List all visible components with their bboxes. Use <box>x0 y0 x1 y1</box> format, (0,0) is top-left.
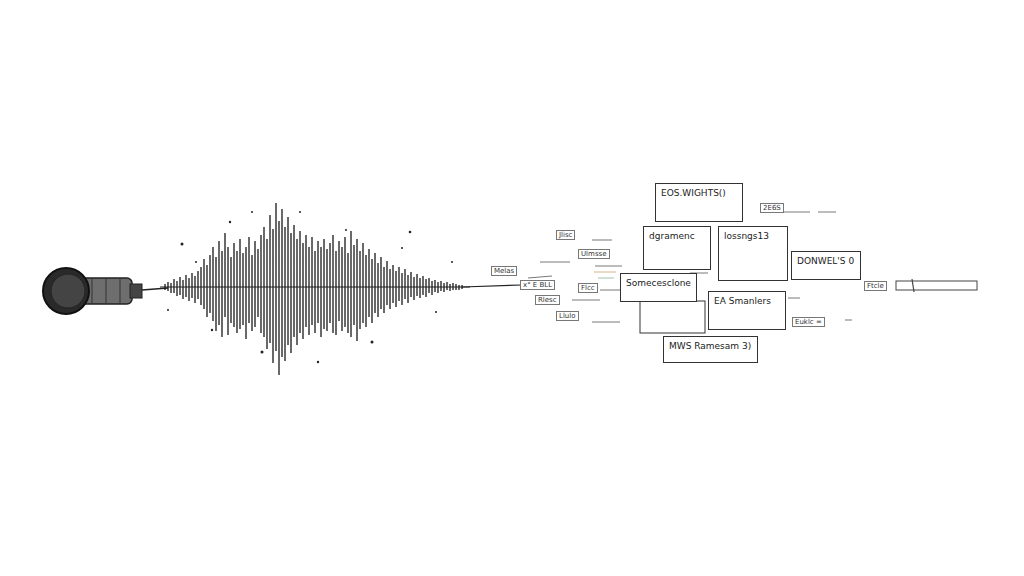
microphone <box>43 268 168 314</box>
tag-label: Ulmsse <box>578 249 610 259</box>
tag-label: Jlisc <box>556 230 575 240</box>
text-box: DONWEL'S 0 <box>791 251 861 280</box>
text-box: EOS.WIGHTS() <box>655 183 743 222</box>
text-box: EA Smanlers <box>708 291 786 330</box>
tag-label: 2E6S <box>760 203 784 213</box>
long-bar <box>896 279 977 292</box>
box-text: DONWEL'S 0 <box>797 256 855 267</box>
box-text: MWS Ramesam 3) <box>669 341 752 352</box>
tag-label: Flcc <box>578 283 598 293</box>
text-box: lossngs13 <box>718 226 788 281</box>
tag-label: Rlesc <box>535 295 560 305</box>
waveform <box>160 203 522 375</box>
box-text: Somecesclone <box>626 278 691 289</box>
box-text: EA Smanlers <box>714 296 780 307</box>
text-box: Somecesclone <box>620 273 697 302</box>
tag-label: Melas <box>491 266 517 276</box>
text-box: MWS Ramesam 3) <box>663 336 758 363</box>
empty-box <box>640 301 705 333</box>
box-text: lossngs13 <box>724 231 782 242</box>
tag-label: x° E BLL <box>520 280 555 290</box>
tag-label: Euklc = <box>792 317 825 327</box>
box-text: dgramenc <box>649 231 705 242</box>
tag-label: Ftcle <box>864 281 887 291</box>
scatter-strokes-colored <box>594 272 616 278</box>
tag-label: Llulo <box>556 311 579 321</box>
box-text: EOS.WIGHTS() <box>661 188 737 199</box>
text-box: dgramenc <box>643 226 711 270</box>
